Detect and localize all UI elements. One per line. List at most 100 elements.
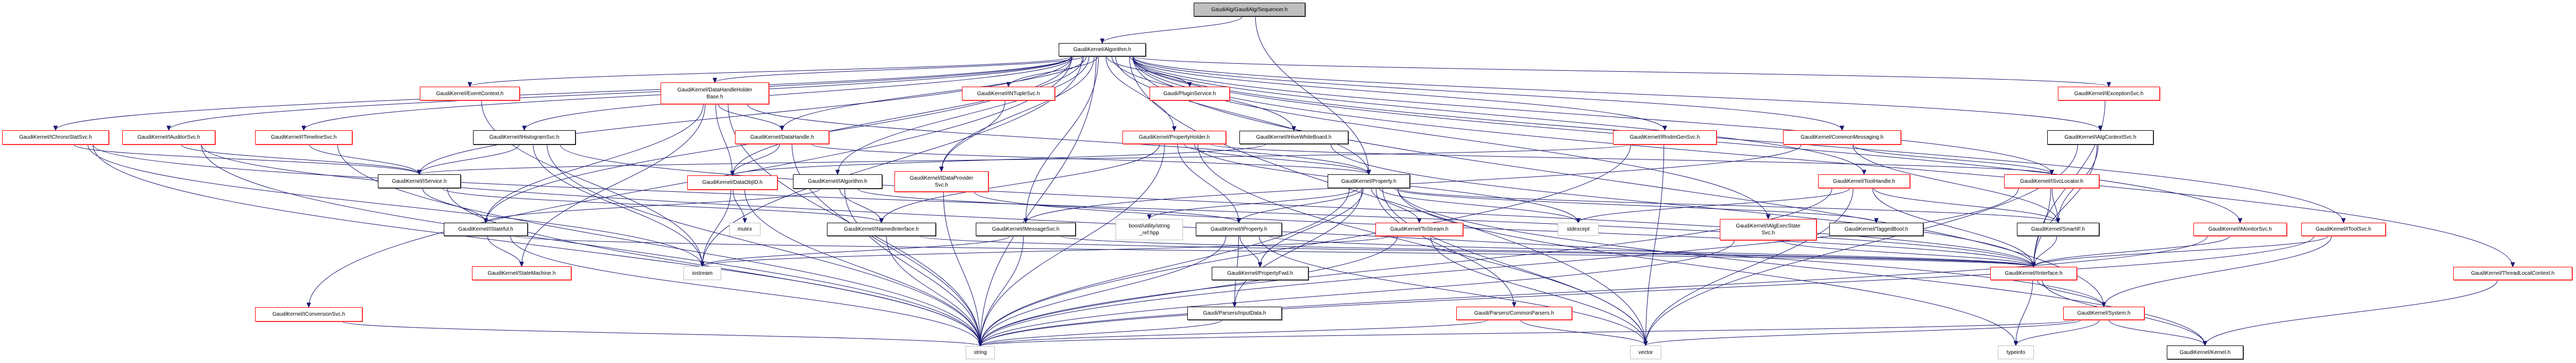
graph-node-itimelinesvc[interactable]: GaudiKernel/ITimelineSvc.h <box>255 130 352 145</box>
graph-node-tostream[interactable]: GaudiKernel/ToStream.h <box>1375 223 1463 236</box>
graph-node-inputdata[interactable]: Gaudi/Parsers/InputData.h <box>1187 307 1282 320</box>
arrowhead-iexceptionsvc <box>2106 82 2112 88</box>
arrowhead-itoolsvc <box>2341 218 2346 224</box>
edge-datahandleholderbase-to-dataobjid <box>715 104 733 176</box>
edge-istateful-to-string <box>510 235 981 347</box>
graph-node-eventcontext[interactable]: GaudiKernel/EventContext.h <box>420 87 520 100</box>
graph-node-imonitorsvc[interactable]: GaudiKernel/IMonitorSvc.h <box>2193 223 2287 236</box>
graph-node-istateful[interactable]: GaudiKernel/IStateful.h <box>444 223 528 236</box>
edge-imonitorsvc-to-string <box>980 235 2208 347</box>
graph-node-toolhandle[interactable]: GaudiKernel/ToolHandle.h <box>1818 174 1910 188</box>
graph-node-imessagesvc[interactable]: GaudiKernel/IMessageSvc.h <box>976 223 1076 236</box>
graph-node-itoolsvc[interactable]: GaudiKernel/IToolSvc.h <box>2301 223 2386 236</box>
edge-algorithm-to-ichronostatsvc <box>55 56 1072 131</box>
graph-node-pluginservice[interactable]: Gaudi/PluginService.h <box>1150 87 1230 100</box>
graph-node-iproperty[interactable]: GaudiKernel/IProperty.h <box>1196 223 1282 236</box>
arrowhead-system <box>2101 302 2106 308</box>
arrowhead-iauditorsvc <box>166 125 171 131</box>
graph-node-dataobjid[interactable]: GaudiKernel/DataObjID.h <box>687 175 778 190</box>
graph-node-threadlocalcontext[interactable]: GaudiKernel/ThreadLocalContext.h <box>2453 267 2572 280</box>
graph-node-propertyholder[interactable]: GaudiKernel/PropertyHolder.h <box>1122 131 1226 144</box>
arrowhead-mutex <box>742 218 747 224</box>
graph-node-datahandle[interactable]: GaudiKernel/DataHandle.h <box>735 130 829 144</box>
graph-node-iauditorsvc[interactable]: GaudiKernel/IAuditorSvc.h <box>122 130 215 145</box>
arrowhead-iproperty <box>1236 218 1241 224</box>
arrowhead-statemachine <box>519 261 524 267</box>
graph-node-inamedinterface[interactable]: GaudiKernel/INamedInterface.h <box>827 223 936 236</box>
graph-node-propertyfwd[interactable]: GaudiKernel/PropertyFwd.h <box>1212 267 1308 280</box>
edge-commonmessaging-to-smartif <box>1852 144 2058 223</box>
graph-node-ialgorithm[interactable]: GaudiKernel/IAlgorithm.h <box>793 174 882 189</box>
graph-node-commonparsers[interactable]: Gaudi/Parsers/CommonParsers.h <box>1456 307 1572 320</box>
edge-datahandleholderbase-to-statemachine <box>521 104 706 267</box>
graph-node-commonmessaging[interactable]: GaudiKernel/CommonMessaging.h <box>1783 130 1901 145</box>
edge-algorithm-to-ialgcontextsvc <box>1132 56 2101 131</box>
edge-irndmgensvc-to-vector <box>1645 144 1665 346</box>
graph-node-vector: vector <box>1630 345 1661 359</box>
graph-node-statemachine[interactable]: GaudiKernel/StateMachine.h <box>472 266 571 280</box>
graph-node-ichronostatsvc[interactable]: GaudiKernel/IChronoStatSvc.h <box>2 130 109 145</box>
graph-node-datahandleholderbase[interactable]: GaudiKernel/DataHandleHolder Base.h <box>661 82 769 104</box>
graph-node-ihistogramsvc[interactable]: GaudiKernel/IHistogramSvc.h <box>473 130 576 145</box>
graph-node-idataprovidersvc[interactable]: GaudiKernel/IDataProvider Svc.h <box>894 171 989 192</box>
arrowhead-smartif <box>2056 218 2060 224</box>
edge-irndmgensvc-to-string <box>980 144 1631 347</box>
edge-property-to-commonparsers <box>1375 188 1515 307</box>
edge-intuplesvc-to-idataprovidersvc <box>941 100 1006 172</box>
graph-node-string: string <box>966 346 995 359</box>
graph-node-property[interactable]: GaudiKernel/Property.h <box>1328 174 1410 188</box>
arrowhead-istateful <box>483 218 488 224</box>
graph-node-algorithm[interactable]: GaudiKernel/Algorithm.h <box>1059 43 1146 56</box>
edge-ihistogramsvc-to-iinterface <box>560 144 2034 267</box>
graph-node-smartif[interactable]: GaudiKernel/SmartIF.h <box>2017 223 2099 236</box>
edge-property-to-typeinfo <box>1397 188 2016 346</box>
edge-irndmgensvc-to-iservice <box>419 144 1629 175</box>
edge-algorithm-to-idataprovidersvc <box>941 56 1095 172</box>
arrowhead-iostream <box>700 261 705 267</box>
graph-node-intuplesvc[interactable]: GaudiKernel/INTupleSvc.h <box>962 87 1055 100</box>
edge-ialgorithm-to-iproperty <box>857 188 1239 223</box>
edge-ichronostatsvc-to-iostream <box>87 144 703 267</box>
edge-ihistogramsvc-to-string <box>546 144 981 347</box>
graph-node-taggedbool[interactable]: GaudiKernel/TaggedBool.h <box>1829 223 1923 236</box>
edge-imessagesvc-to-iostream <box>702 235 1010 267</box>
edge-datahandleholderbase-to-property <box>747 104 1369 175</box>
edge-commonparsers-to-vector <box>1520 319 1646 346</box>
edge-imonitorsvc-to-iinterface <box>2033 235 2231 267</box>
graph-node-irndmgensvc[interactable]: GaudiKernel/IRndmGenSvc.h <box>1613 130 1717 145</box>
graph-node-ialgexecstatesvc[interactable]: GaudiKernel/IAlgExecState Svc.h <box>1720 219 1817 240</box>
edge-isvclocator-to-string <box>980 188 2019 347</box>
edge-algorithm-to-datahandleholderbase <box>714 56 1084 83</box>
arrowhead-commonmessaging <box>1839 125 1845 131</box>
arrowhead-iinterface <box>2031 262 2036 268</box>
edge-algorithm-to-toolhandle <box>1132 56 1864 175</box>
graph-node-iservice[interactable]: GaudiKernel/IService.h <box>378 174 461 188</box>
edge-algorithm-to-system <box>1132 56 2104 307</box>
graph-node-isvclocator[interactable]: GaudiKernel/ISvcLocator.h <box>2004 174 2099 188</box>
graph-node-iexceptionsvc[interactable]: GaudiKernel/IExceptionSvc.h <box>2058 87 2160 100</box>
graph-node-ihivewhiteboard[interactable]: GaudiKernel/IHiveWhiteBoard.h <box>1239 131 1348 144</box>
edge-iauditorsvc-to-string <box>201 144 981 347</box>
edge-imessagesvc-to-iinterface <box>1060 235 2034 267</box>
graph-node-iinterface[interactable]: GaudiKernel/IInterface.h <box>1990 267 2077 280</box>
arrowhead-stringref <box>1147 214 1152 220</box>
edge-tostream-to-vector <box>1430 235 1646 346</box>
graph-node-iconversionsvc[interactable]: GaudiKernel/IConversionSvc.h <box>255 307 362 322</box>
edge-sequencer-to-algorithm <box>1102 16 1243 44</box>
graph-node-ialgcontextsvc[interactable]: GaudiKernel/IAlgContextSvc.h <box>2047 130 2153 145</box>
edge-property-to-taggedbool <box>1393 188 1877 223</box>
edge-datahandleholderbase-to-istateful <box>485 104 704 223</box>
edge-iconversionsvc-to-string <box>342 321 981 347</box>
edge-ihivewhiteboard-to-iinterface <box>1330 143 2034 267</box>
edge-tostream-to-string <box>980 235 1398 347</box>
graph-node-system[interactable]: GaudiKernel/System.h <box>2063 307 2144 320</box>
edge-algorithm-to-ihistogramsvc <box>524 56 1074 131</box>
graph-node-kernel[interactable]: GaudiKernel/Kernel.h <box>2167 345 2243 359</box>
edge-algorithm-to-dataobjid <box>732 56 1084 176</box>
arrowhead-toolhandle <box>1862 170 1866 175</box>
edge-ihistogramsvc-to-iostream <box>533 144 703 267</box>
edge-datahandleholderbase-to-datahandle <box>717 104 782 131</box>
edge-property-to-iproperty <box>1238 188 1363 223</box>
arrowhead-commonparsers <box>1511 302 1517 308</box>
edge-iproperty-to-string <box>980 235 1227 347</box>
